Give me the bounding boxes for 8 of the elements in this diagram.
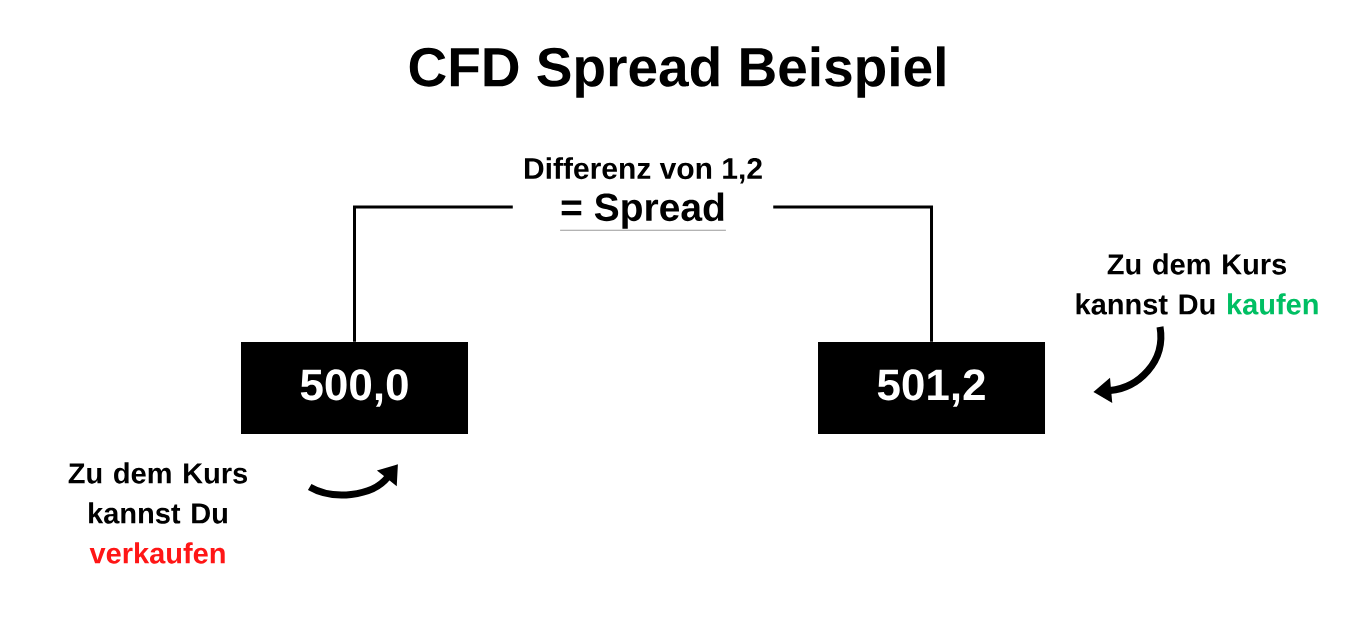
title: CFD Spread Beispiel [409, 46, 945, 98]
annotation-text: Zu dem Kurs kannst Du verkaufen [68, 462, 247, 564]
price-box: 501,2 [818, 342, 1045, 434]
connector-line [773, 205, 933, 342]
annotation-text: Zu dem Kurs kannst Du kaufen [1076, 253, 1318, 315]
connector-line [353, 205, 513, 342]
price-box: 500,0 [241, 342, 468, 434]
spread-label: Differenz von 1,2 = Spread [525, 157, 762, 231]
